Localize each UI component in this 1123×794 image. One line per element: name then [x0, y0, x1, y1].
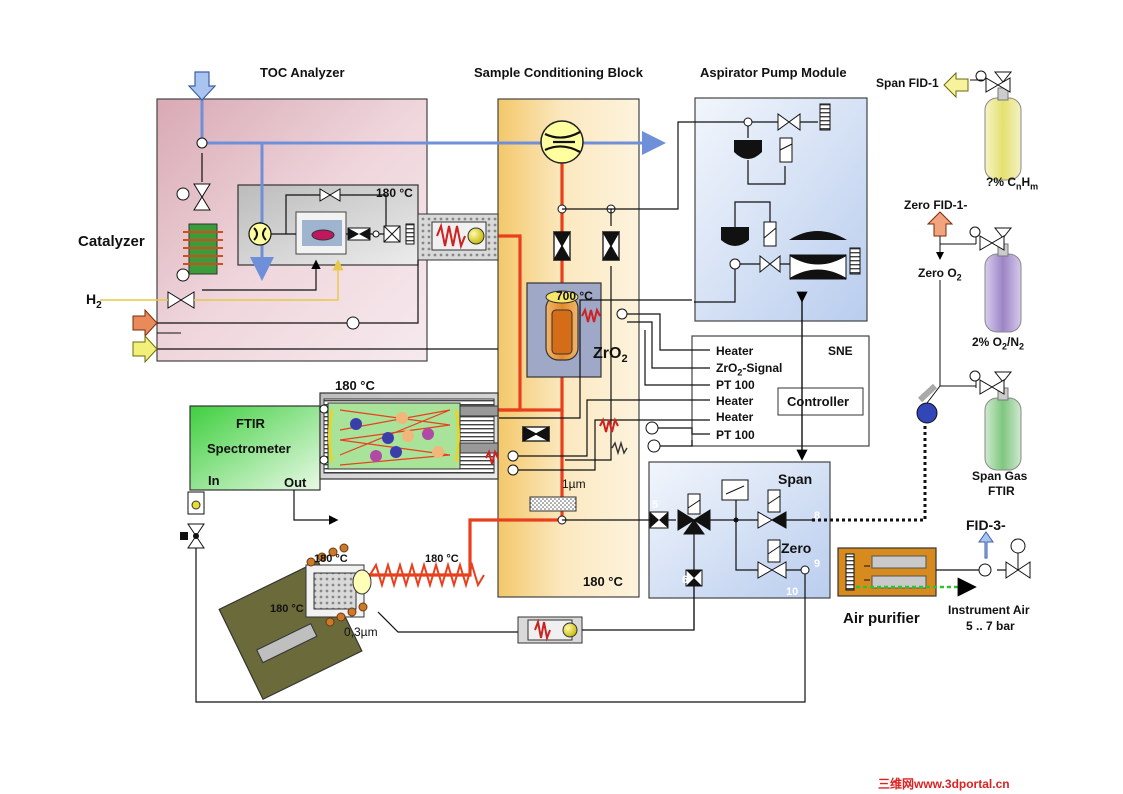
zro2-signal: ZrO2-Signal — [716, 361, 783, 378]
ftir-out-label: Out — [284, 475, 307, 490]
zero-label: Zero — [781, 540, 812, 556]
filter-1um — [529, 496, 577, 512]
toc-catalyst — [311, 229, 335, 241]
controller-box — [777, 387, 864, 416]
filter-temperature: 180 °C — [314, 553, 348, 565]
pump-ejector-icon — [734, 140, 762, 159]
watermark: 三维网www.3dportal.cn — [878, 777, 1010, 791]
zero-o2-label: Zero O2 — [918, 266, 962, 283]
pump-valve-icon — [777, 113, 801, 131]
sne-label: SNE — [828, 344, 853, 358]
heated-line-return — [517, 616, 583, 644]
zero-fid1-arrow-icon — [926, 211, 954, 237]
hot-air-arrow-icon — [132, 308, 158, 338]
fid3-arrow-icon — [978, 531, 994, 559]
span-gas-label: Span Gas — [972, 469, 1028, 483]
span-fid1-arrow-icon — [943, 71, 969, 99]
heated-filter — [305, 543, 372, 627]
heated-line-toc — [417, 213, 499, 261]
heater-signal-2: Heater — [716, 394, 754, 408]
fid3-label: FID-3- — [966, 517, 1006, 533]
heater-signal-1: Heater — [716, 344, 754, 358]
span-gas-ftir-label: FTIR — [988, 484, 1015, 498]
instrument-air-pressure: 5 .. 7 bar — [966, 619, 1015, 633]
ftir-spectrometer — [189, 405, 321, 491]
block-temperature: 180 °C — [583, 574, 623, 589]
line-temperature: 180 °C — [425, 553, 459, 565]
ftir-label: FTIR — [236, 416, 265, 431]
sample-conditioning-title: Sample Conditioning Block — [474, 65, 644, 80]
pt100-signal-1: PT 100 — [716, 378, 755, 392]
port-8-label: 8 — [814, 510, 821, 522]
h2-label: H2 — [86, 291, 102, 311]
toc-valve-icon — [193, 183, 211, 211]
inlet-arrow-icon — [187, 71, 217, 101]
heater-signal-3: Heater — [716, 410, 754, 424]
cnhm-label: ?% CnHm — [986, 175, 1039, 192]
pt100-signal-2: PT 100 — [716, 428, 755, 442]
zro2-temperature: 700 °C — [556, 289, 593, 303]
filter-box-temperature: 180 °C — [270, 603, 304, 615]
zero-o2-cylinder — [969, 226, 1022, 333]
controller-label: Controller — [787, 394, 850, 409]
zero-fid1-label: Zero FID-1- — [904, 198, 968, 212]
aspirator-pump-title: Aspirator Pump Module — [700, 65, 847, 80]
port-10-label: 10 — [786, 586, 799, 598]
span-fid1-label: Span FID-1 — [876, 76, 939, 90]
membrane-pump-icon — [789, 231, 847, 240]
instrument-air-label: Instrument Air — [948, 603, 1030, 617]
ftir-gas-cell — [327, 402, 461, 470]
filter-03um-label: 0,3µm — [344, 625, 378, 639]
catalyzer-heater — [183, 223, 223, 275]
span-ftir-cylinder — [969, 370, 1022, 471]
zero-valve-icon — [757, 561, 787, 579]
flow-meter-icon — [180, 491, 205, 549]
span-fid-cylinder — [970, 70, 1022, 181]
ftir-temperature: 180 °C — [335, 378, 375, 393]
restrictor-icon — [522, 231, 621, 443]
span-gas-selector — [916, 402, 938, 424]
air-purifier-label: Air purifier — [843, 610, 920, 627]
port-6-label: 6 — [682, 574, 689, 586]
catalyzer-label: Catalyzer — [78, 233, 145, 250]
o2-n2-label: 2% O2/N2 — [972, 335, 1025, 352]
toc-temperature: 180 °C — [376, 186, 413, 200]
three-way-valve-icon — [677, 509, 711, 535]
zro2-label: ZrO2 — [593, 345, 628, 366]
filter-1um-label: 1µm — [562, 477, 586, 491]
air-arrow-icon — [132, 334, 158, 364]
aspirator-pump-box — [694, 97, 868, 322]
port-9-label: 9 — [814, 558, 821, 570]
spectrometer-label: Spectrometer — [207, 441, 291, 456]
port-5-label: 5 — [652, 499, 659, 511]
toc-pump-icon — [248, 222, 272, 246]
ftir-in-label: In — [208, 473, 220, 488]
span-label: Span — [778, 471, 813, 487]
toc-analyzer-title: TOC Analyzer — [260, 65, 345, 80]
heated-line-coil — [369, 561, 485, 589]
